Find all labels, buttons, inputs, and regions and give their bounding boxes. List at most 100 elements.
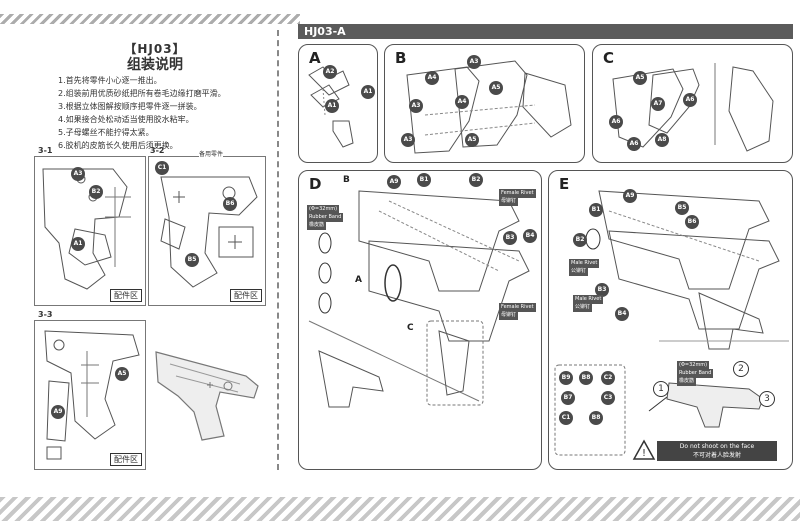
part-label-c: C: [407, 323, 414, 333]
parts-sheet-3-2: 备用零件 C1 B6 B5 配件区: [148, 149, 266, 306]
part-badge: A3: [467, 55, 481, 69]
parts-sheet-3-3: A5 A9 配件区: [34, 320, 146, 470]
part-badge: A1: [325, 99, 339, 113]
rubber-band-size: (Φ=32mm): [677, 361, 710, 370]
part-badge: B5: [675, 201, 689, 215]
part-badge: B1: [589, 203, 603, 217]
part-badge: B1: [417, 173, 431, 187]
part-badge: A5: [465, 133, 479, 147]
safety-warning: Do not shoot on the face 不可对着人脸发射: [657, 441, 777, 461]
sheet-label-3-1: 3-1: [38, 146, 53, 155]
part-badge: C2: [601, 371, 615, 385]
svg-text:!: !: [642, 448, 646, 459]
parts-zone-label: 配件区: [110, 289, 142, 302]
male-rivet-tag: Male Rivet: [569, 259, 600, 268]
part-badge: B4: [615, 307, 629, 321]
part-badge: B2: [469, 173, 483, 187]
female-rivet-cn: 母铆钉: [499, 311, 519, 320]
assembled-gun-illustration: [155, 351, 259, 441]
part-badge: A5: [489, 81, 503, 95]
step-panel-c: C A5 A7 A6 A6 A6 A8: [592, 44, 793, 163]
male-rivet-cn: 公铆钉: [569, 267, 589, 276]
panel-c-diagram: [612, 63, 774, 152]
rubber-band-tag: Rubber Band: [677, 369, 714, 378]
model-title: 【HJ03】: [124, 42, 186, 56]
part-badge: B9: [559, 371, 573, 385]
part-badge: A7: [651, 97, 665, 111]
step-panel-e: E A9 B1 B5 B6 B2 B3 B4 Male Rivet 公铆钉 Ma…: [548, 170, 793, 470]
rubber-band-icons: [318, 232, 332, 314]
instruction-step: 5.子母螺丝不能拧得太紧。: [58, 128, 154, 137]
rubber-band-size: (Φ=32mm): [307, 205, 340, 214]
instruction-step: 1.首先将零件小心逐一推出。: [58, 76, 162, 85]
warning-icon: !: [632, 439, 656, 460]
step-panel-b: B A4 A3 A4 A5 A3 A3 A5: [384, 44, 585, 163]
parts-sheet-3-1: A3 B2 A1 配件区: [34, 156, 146, 306]
part-badge: A4: [455, 95, 469, 109]
part-badge: B3: [503, 231, 517, 245]
part-badge: A3: [401, 133, 415, 147]
part-badge: A6: [627, 137, 641, 151]
sheet-label-3-3: 3-3: [38, 310, 53, 319]
part-badge: B8: [579, 371, 593, 385]
warning-text: Do not shoot on the face: [679, 443, 755, 450]
female-rivet-tag: Female Rivet: [499, 303, 536, 312]
part-badge: A9: [623, 189, 637, 203]
part-badge: A1: [71, 237, 85, 251]
header-tag: HJ03-A: [304, 25, 346, 38]
part-badge: A6: [683, 93, 697, 107]
rubber-band-cn: 橡皮筋: [307, 221, 327, 230]
part-badge: A5: [115, 367, 129, 381]
panel-d-diagram: [308, 190, 530, 408]
panel-b-diagram: [406, 60, 572, 154]
female-rivet-tag: Female Rivet: [499, 189, 536, 198]
rubber-band-tag: Rubber Band: [307, 213, 344, 222]
spare-parts-note: 备用零件: [199, 149, 224, 158]
part-badge: A9: [387, 175, 401, 189]
sheet-3-1-parts: [42, 168, 131, 290]
parts-zone-label: 配件区: [110, 453, 142, 466]
step-number-2: 2: [733, 361, 749, 377]
part-badge: B3: [595, 283, 609, 297]
step-number-3: 3: [759, 391, 775, 407]
fold-line: [277, 30, 279, 470]
part-badge: A8: [655, 133, 669, 147]
part-label-a: A: [355, 275, 362, 285]
part-badge: B8: [589, 411, 603, 425]
part-label-b: B: [343, 175, 350, 185]
part-badge: C1: [559, 411, 573, 425]
instruction-step: 6.胶机的皮筋长久使用后须更换。: [58, 141, 178, 150]
part-badge: B6: [685, 215, 699, 229]
part-badge: B2: [573, 233, 587, 247]
part-badge: B5: [185, 253, 199, 267]
part-badge: A1: [361, 85, 375, 99]
instructions-heading: 组装说明: [127, 57, 183, 73]
male-rivet-tag: Male Rivet: [573, 295, 604, 304]
step-number-1: 1: [653, 381, 669, 397]
top-stripe: [0, 14, 300, 24]
step-panel-d: D B A C A9 B1 B2 B3 B4 (Φ=32mm) Rubber B…: [298, 170, 542, 470]
bottom-stripe: [0, 497, 800, 521]
header-bar: HJ03-A: [298, 24, 793, 39]
step-letter: B: [395, 49, 407, 67]
part-badge: A6: [609, 115, 623, 129]
instruction-step: 2.组装前用优质砂纸把所有卷毛边缘打磨平滑。: [58, 89, 226, 98]
part-badge: A3: [71, 167, 85, 181]
sheet-label-3-2: 3-2: [150, 146, 165, 155]
instruction-step: 4.如果接合处松动适当使用胶水粘牢。: [58, 115, 194, 124]
part-badge: B4: [523, 229, 537, 243]
instruction-list: 1.首先将零件小心逐一推出。 2.组装前用优质砂纸把所有卷毛边缘打磨平滑。 3.…: [58, 74, 278, 152]
part-badge: A4: [425, 71, 439, 85]
step-letter: A: [309, 49, 321, 67]
part-badge: B2: [89, 185, 103, 199]
step-letter: E: [559, 175, 570, 193]
step-panel-a: A A2 A1 A1: [298, 44, 378, 163]
parts-zone-label: 配件区: [230, 289, 262, 302]
panel-a-diagram: [308, 66, 354, 148]
warning-text-cn: 不可对着人脸发射: [692, 452, 741, 459]
female-rivet-cn: 母铆钉: [499, 197, 519, 206]
sheet-3-2-parts: [160, 176, 258, 288]
rubber-band-cn: 橡皮筋: [677, 377, 697, 386]
sheet-3-3-parts: [44, 330, 140, 460]
step-letter: D: [309, 175, 322, 193]
